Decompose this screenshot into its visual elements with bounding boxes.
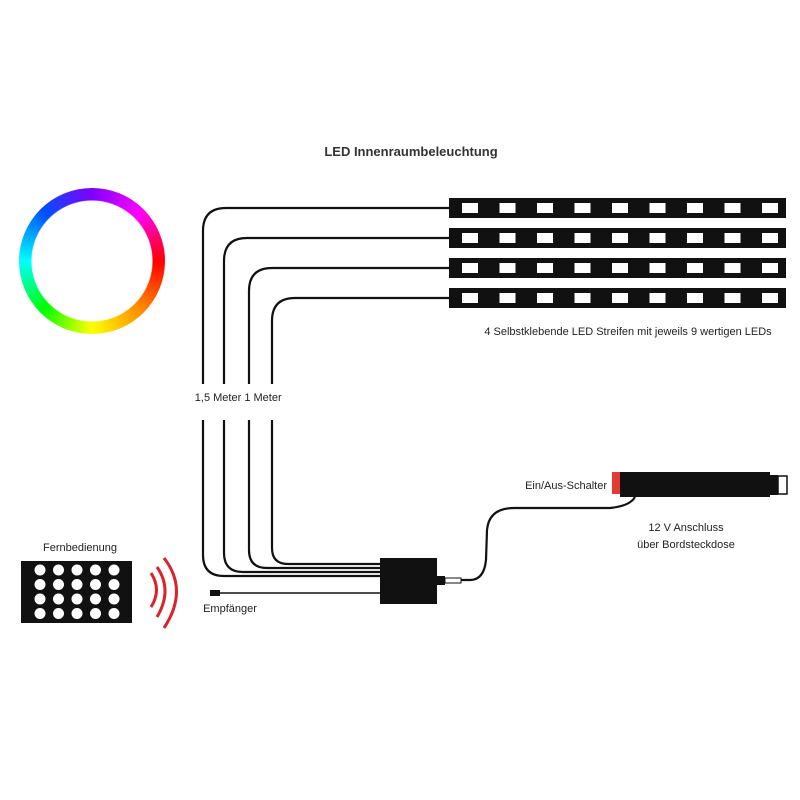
remote-button xyxy=(108,608,120,619)
remote-button xyxy=(71,608,83,619)
remote-button xyxy=(108,579,120,590)
strip-wire-1 xyxy=(201,206,449,384)
led xyxy=(687,203,703,213)
led-strip-2 xyxy=(449,228,786,248)
led xyxy=(574,203,591,213)
led xyxy=(612,293,628,303)
on-off-switch-indicator xyxy=(612,472,622,494)
remote-button xyxy=(53,608,64,619)
remote-label: Fernbedienung xyxy=(43,542,117,554)
led xyxy=(499,233,516,243)
led-strips xyxy=(449,198,786,308)
led xyxy=(762,233,778,243)
led-strip-3 xyxy=(449,258,786,278)
connector-label-line2: über Bordsteckdose xyxy=(637,539,735,551)
remote-button xyxy=(71,579,83,590)
led xyxy=(649,263,666,273)
strip-wire-1-lower xyxy=(201,420,380,578)
remote-button xyxy=(71,564,83,576)
length-label-short: 1 Meter xyxy=(244,392,282,404)
remote-button xyxy=(34,608,46,619)
remote-button xyxy=(34,593,46,605)
receiver-cable xyxy=(210,590,380,596)
strip-wire-4-lower xyxy=(270,420,380,566)
power-plug xyxy=(612,472,788,497)
connector-label-line1: 12 V Anschluss xyxy=(648,522,724,534)
led xyxy=(612,203,628,213)
remote-button xyxy=(34,564,46,576)
ir-signal-icon xyxy=(149,557,178,629)
strip-wire-2 xyxy=(222,236,449,384)
remote-button xyxy=(108,593,120,605)
led xyxy=(724,293,741,303)
power-cable xyxy=(461,496,636,582)
length-label-long: 1,5 Meter xyxy=(195,392,242,404)
led xyxy=(462,203,478,213)
led xyxy=(649,293,666,303)
led xyxy=(537,203,553,213)
led xyxy=(612,233,628,243)
rgb-color-ring xyxy=(19,188,165,334)
led xyxy=(687,293,703,303)
remote-button xyxy=(90,593,101,605)
led xyxy=(649,203,666,213)
led xyxy=(462,263,478,273)
remote-button xyxy=(53,579,64,590)
led-strip-4 xyxy=(449,288,786,308)
remote-button xyxy=(34,579,46,590)
led xyxy=(724,203,741,213)
led xyxy=(762,263,778,273)
strip-wire-3-lower xyxy=(247,420,380,570)
controller-box xyxy=(380,558,462,604)
led xyxy=(724,263,741,273)
remote-button xyxy=(53,593,64,605)
strip-wire-3 xyxy=(247,266,449,384)
led xyxy=(687,233,703,243)
remote-button xyxy=(90,579,101,590)
led-strip-1 xyxy=(449,198,786,218)
led xyxy=(762,293,778,303)
remote-button xyxy=(53,564,64,576)
remote-button xyxy=(90,608,101,619)
led xyxy=(537,233,553,243)
led xyxy=(574,293,591,303)
led xyxy=(612,263,628,273)
led xyxy=(499,263,516,273)
led xyxy=(499,293,516,303)
switch-label: Ein/Aus-Schalter xyxy=(525,480,607,492)
led xyxy=(537,293,553,303)
strip-wire-2-lower xyxy=(222,420,380,574)
led xyxy=(762,203,778,213)
led xyxy=(724,233,741,243)
remote-button xyxy=(108,564,120,576)
led xyxy=(574,233,591,243)
led xyxy=(537,263,553,273)
led xyxy=(462,293,478,303)
remote-button xyxy=(90,564,101,576)
strips-label: 4 Selbstklebende LED Streifen mit jeweil… xyxy=(484,326,772,338)
color-wheel-icon xyxy=(19,188,165,334)
led xyxy=(499,203,516,213)
strip-wires xyxy=(201,206,449,578)
receiver-label: Empfänger xyxy=(203,603,257,615)
diagram-title: LED Innenraumbeleuchtung xyxy=(324,144,497,159)
remote-button xyxy=(71,593,83,605)
led xyxy=(574,263,591,273)
led xyxy=(462,233,478,243)
led xyxy=(687,263,703,273)
remote-control xyxy=(21,561,132,623)
strip-wire-4 xyxy=(270,296,449,384)
led xyxy=(649,233,666,243)
